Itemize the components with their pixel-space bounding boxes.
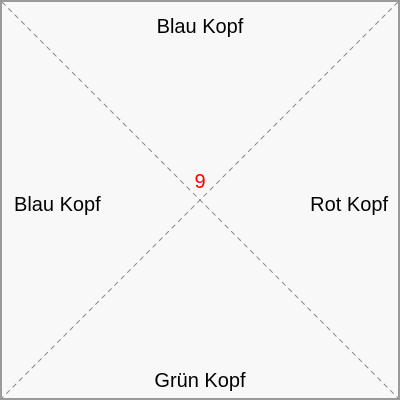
top-edge-label: Blau Kopf xyxy=(156,16,244,38)
center-number: 9 xyxy=(194,171,206,193)
bottom-edge-label: Grün Kopf xyxy=(154,370,246,392)
right-edge-label: Rot Kopf xyxy=(310,194,388,216)
left-edge-label: Blau Kopf xyxy=(14,194,101,216)
